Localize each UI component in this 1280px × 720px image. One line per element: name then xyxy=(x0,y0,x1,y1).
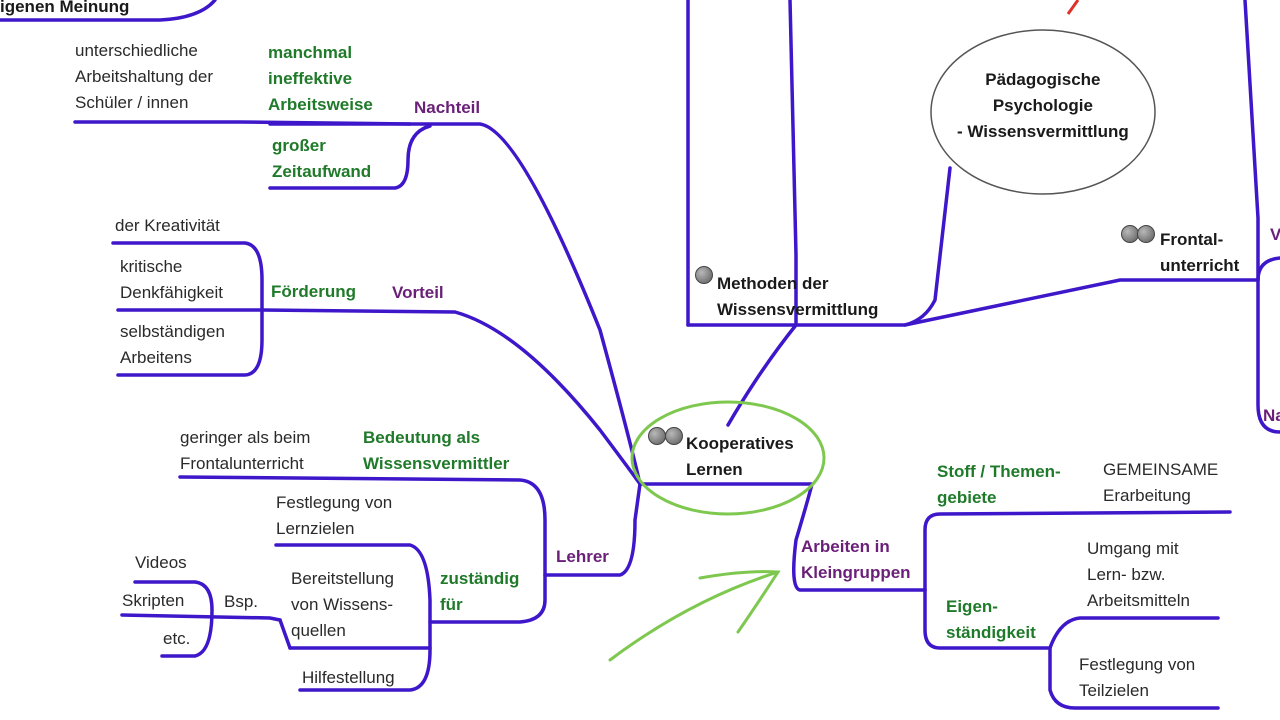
lehrer-item-2: Bereitstellung von Wissens- quellen xyxy=(291,569,395,640)
highlight-arrow xyxy=(608,570,781,662)
stoff-label: Stoff / Themen- gebiete xyxy=(937,462,1061,507)
methods-label: Methoden der Wissensvermittlung xyxy=(717,274,879,319)
center-dot-2 xyxy=(665,427,683,445)
nachteil-item-1: unterschiedliche Arbeitshaltung der Schü… xyxy=(75,41,213,112)
kleingruppen-label: Arbeiten in Kleingruppen xyxy=(801,537,911,582)
lehrer-label: Lehrer xyxy=(556,547,609,566)
nachteil-item-3: großer Zeitaufwand xyxy=(272,136,372,181)
lehrer-item-3: Hilfestellung xyxy=(302,668,395,687)
edge-na-label: Na xyxy=(1263,406,1280,425)
bsp-item-2: Skripten xyxy=(122,591,185,610)
eigen-label: Eigen- ständigkeit xyxy=(946,597,1036,642)
psychology-ellipse xyxy=(930,29,1156,195)
eigen-item-2: Festlegung von Teilzielen xyxy=(1079,655,1196,700)
bsp-item-1: Videos xyxy=(135,553,187,572)
red-mark xyxy=(1066,0,1080,15)
psychology-label: Pädagogische Psychologie - Wissensvermit… xyxy=(957,70,1129,141)
zustaendig-label: zuständig für xyxy=(440,569,520,614)
methods-dot xyxy=(695,266,713,284)
foerderung-label: Förderung xyxy=(271,282,356,301)
frontal-label: Frontal- unterricht xyxy=(1160,230,1240,275)
frontal-dot-2 xyxy=(1137,225,1155,243)
top-left-cut-label: igenen Meinung xyxy=(0,0,130,16)
bsp-item-3: etc. xyxy=(163,629,191,648)
bedeutung-value: geringer als beim Frontalunterricht xyxy=(180,428,311,473)
bedeutung-label: Bedeutung als Wissensvermittler xyxy=(363,428,510,473)
center-label: Kooperatives Lernen xyxy=(686,434,794,479)
vorteil-label: Vorteil xyxy=(392,283,444,302)
vorteil-item-1: der Kreativität xyxy=(115,216,220,235)
center-dot-1 xyxy=(648,427,666,445)
bsp-label: Bsp. xyxy=(224,592,259,611)
vorteil-item-3: selbständigen Arbeitens xyxy=(120,322,225,367)
nachteil-item-2: manchmal ineffektive Arbeitsweise xyxy=(268,43,373,114)
edge-v-label: V xyxy=(1270,225,1280,244)
stoff-value: GEMEINSAME Erarbeitung xyxy=(1103,460,1219,505)
highlight-circle xyxy=(630,400,826,516)
lehrer-item-1: Festlegung von Lernzielen xyxy=(276,493,393,538)
nachteil-label: Nachteil xyxy=(414,98,481,117)
eigen-item-1: Umgang mit Lern- bzw. Arbeitsmitteln xyxy=(1087,539,1190,610)
vorteil-item-2: kritische Denkfähigkeit xyxy=(120,257,224,302)
